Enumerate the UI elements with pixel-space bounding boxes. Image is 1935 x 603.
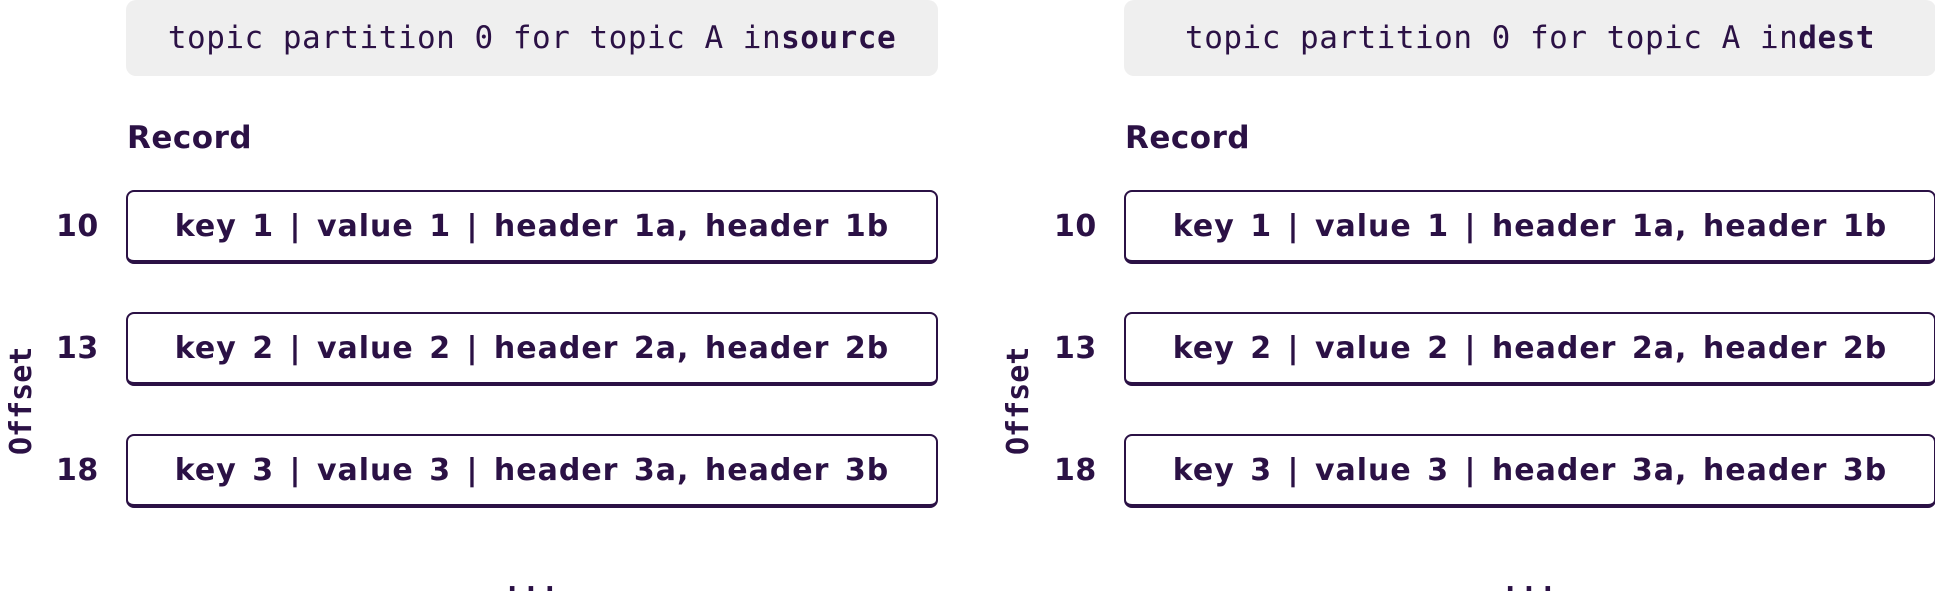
dest-record-row: 18 key 3 | value 3 | header 3a, header 3… xyxy=(998,434,1935,508)
source-record-row: 18 key 3 | value 3 | header 3a, header 3… xyxy=(0,434,938,508)
source-title-prefix: topic partition 0 for topic A in xyxy=(167,20,782,56)
source-title-emphasis: source xyxy=(781,20,897,56)
dest-title-emphasis: dest xyxy=(1798,20,1875,56)
source-record-offset: 18 xyxy=(56,453,99,488)
dest-partition-title: topic partition 0 for topic A in dest xyxy=(1124,0,1935,76)
dest-record-row: 13 key 2 | value 2 | header 2a, header 2… xyxy=(998,312,1935,386)
dest-record-offset: 10 xyxy=(1054,209,1097,244)
source-record-box: key 3 | value 3 | header 3a, header 3b xyxy=(126,434,938,508)
dest-record-heading: Record xyxy=(1125,120,1251,156)
source-record-box: key 1 | value 1 | header 1a, header 1b xyxy=(126,190,938,264)
source-partition-title: topic partition 0 for topic A in source xyxy=(126,0,938,76)
source-record-offset: 10 xyxy=(56,209,99,244)
source-record-row: 10 key 1 | value 1 | header 1a, header 1… xyxy=(0,190,938,264)
dest-record-box: key 2 | value 2 | header 2a, header 2b xyxy=(1124,312,1935,386)
dest-partition-panel: topic partition 0 for topic A in dest Re… xyxy=(998,0,1935,603)
dest-record-offset: 13 xyxy=(1054,331,1097,366)
source-more-records-ellipsis: ... xyxy=(503,565,561,598)
dest-record-offset: 18 xyxy=(1054,453,1097,488)
source-record-offset: 13 xyxy=(56,331,99,366)
dest-record-box: key 3 | value 3 | header 3a, header 3b xyxy=(1124,434,1935,508)
dest-record-row: 10 key 1 | value 1 | header 1a, header 1… xyxy=(998,190,1935,264)
source-record-box: key 2 | value 2 | header 2a, header 2b xyxy=(126,312,938,386)
dest-more-records-ellipsis: ... xyxy=(1501,565,1559,598)
source-record-heading: Record xyxy=(127,120,253,156)
dest-record-box: key 1 | value 1 | header 1a, header 1b xyxy=(1124,190,1935,264)
source-partition-panel: topic partition 0 for topic A in source … xyxy=(0,0,938,603)
dest-title-prefix: topic partition 0 for topic A in xyxy=(1185,20,1799,56)
source-record-row: 13 key 2 | value 2 | header 2a, header 2… xyxy=(0,312,938,386)
